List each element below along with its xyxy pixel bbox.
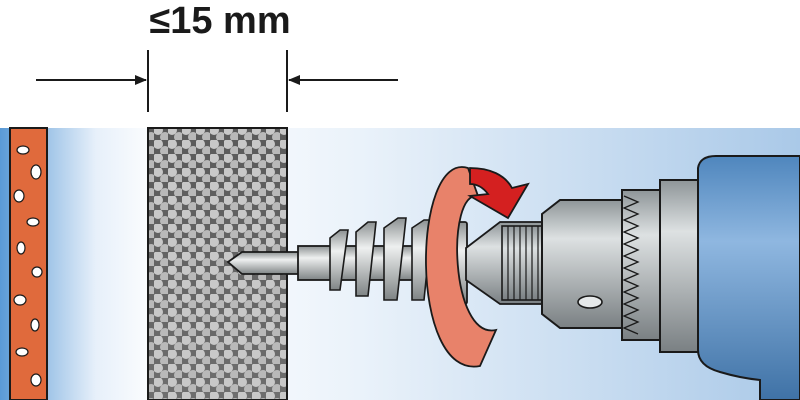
drill-chuck xyxy=(465,179,701,353)
max-thickness-label: ≤15 mm xyxy=(149,0,291,42)
power-drill-icon xyxy=(697,155,800,400)
dimension-indicator xyxy=(36,50,398,112)
chuck-key-hole xyxy=(577,295,603,309)
clockwise-rotation-arrow-icon xyxy=(425,166,530,368)
masonry-wall xyxy=(9,127,48,400)
